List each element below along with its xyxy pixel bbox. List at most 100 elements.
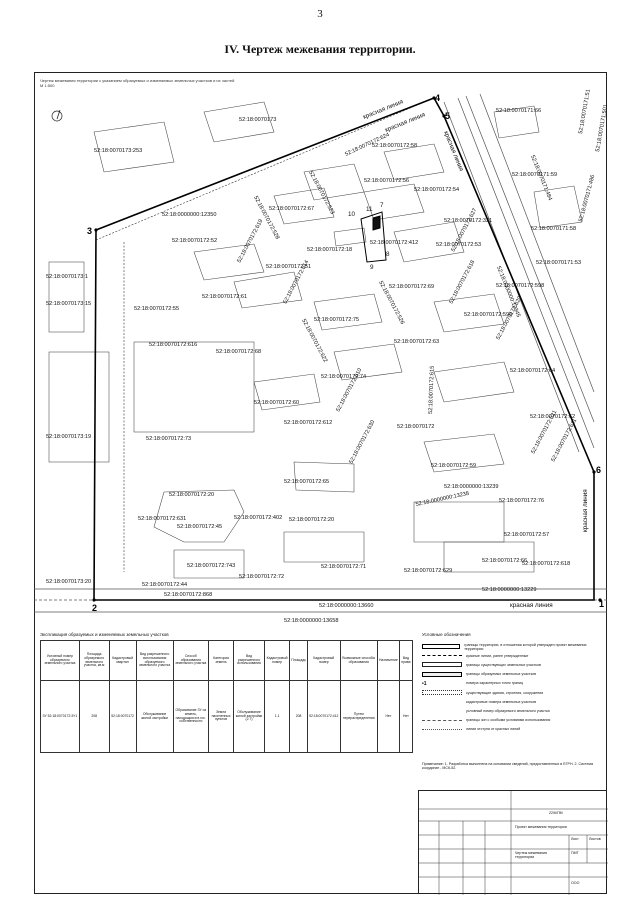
- parcel-label: 52:18:0070171:58: [531, 226, 576, 232]
- parcel-label: 52:18:0070172:51: [266, 264, 311, 270]
- parcel-label: 52:18:0070172:73: [146, 436, 191, 442]
- table-cell: 52:18:0070172:412: [306, 680, 341, 753]
- table-header: Кадастровый номер: [306, 640, 341, 681]
- table-header: Вид разрешенного использования образуемо…: [135, 640, 174, 681]
- table-header: Вид разрешенного использования: [233, 640, 265, 681]
- table-cell: 208: [78, 680, 110, 753]
- table-cell: Образование ЗУ из земель, находящихся в …: [172, 680, 210, 753]
- point-2: 2: [92, 603, 97, 613]
- legend-item: границы зон с особыми условиями использо…: [422, 716, 600, 725]
- parcel-label: 52:18:0000000:13239: [444, 484, 498, 490]
- point-11: 11: [366, 206, 373, 213]
- parcel-label: 52:18:0070172:71: [321, 564, 366, 570]
- parcel-label: 52:18:0070172:629: [404, 568, 452, 574]
- legend-item: условный номер образуемого земельного уч…: [466, 708, 550, 713]
- point-9: 9: [370, 264, 374, 271]
- page-title: IV. Чертеж межевания территории.: [224, 42, 416, 56]
- parcel-label: 52:18:0070171:59: [512, 172, 557, 178]
- plan-drawing: 1 2 3 4 5 6 7 8 9 10 11 красная линия кр…: [34, 89, 607, 624]
- drawing-header: Чертеж межевания территории с указанием …: [40, 78, 235, 88]
- table-header: Площадь: [289, 640, 308, 681]
- explication-table: Условный номер образуемого земельного уч…: [40, 640, 414, 753]
- table-cell: ЗУ 52:18:0070172:ЗУ1: [40, 680, 80, 753]
- table-cell: 1.1: [263, 680, 291, 753]
- point-8: 8: [386, 251, 390, 258]
- parcel-label: 52:18:0070171:486: [578, 174, 596, 222]
- legend-item: красные линии, ранее утвержденные: [422, 651, 600, 660]
- stamp-sheets: Листов: [589, 837, 601, 841]
- parcel-label: 52:18:0000000:13658: [284, 618, 338, 624]
- legend-item: границы территории, в отношении которой …: [422, 642, 600, 651]
- parcel-label: 52:18:0070172:18: [307, 247, 352, 253]
- parcel-label: 52:18:0070172:20: [289, 517, 334, 523]
- parcel-label: 52:18:0070172:868: [164, 592, 212, 598]
- table-cell: Обслуживание жилой застройки: [135, 680, 174, 753]
- parcel-label: 52:18:0070172: [397, 424, 434, 430]
- legend: границы территории, в отношении которой …: [422, 642, 600, 734]
- parcel-label: 52:18:0070171:501: [595, 104, 607, 153]
- table-header: Кадастровый квартал: [108, 640, 137, 681]
- parcel-label: 52:18:0070172:612: [284, 420, 332, 426]
- table-cell: Земли населенных пунктов: [208, 680, 235, 753]
- parcel-label: 52:18:0070173:20: [46, 579, 91, 585]
- parcel-label: 52:18:0070172:631: [138, 516, 186, 522]
- parcel-label: 52:18:0070172:65: [284, 479, 329, 485]
- parcel-label: 52:18:0070172:55: [134, 306, 179, 312]
- legend-item: существующие здания, строения, сооружени…: [422, 688, 600, 697]
- parcel-label: 52:18:0070172:402: [234, 515, 282, 521]
- parcel-label: 52:18:0070173:253: [94, 148, 142, 154]
- parcel-label: 52:18:0070172:62: [530, 414, 575, 420]
- parcel-label: 52:18:0070173: [239, 117, 276, 123]
- parcel-label: 52:18:0070172:69: [389, 284, 434, 290]
- parcel-label: 52:18:0070172:596: [464, 312, 512, 318]
- parcel-label: 52:18:0070172:72: [239, 574, 284, 580]
- point-1: 1: [599, 599, 604, 609]
- parcel-label: 52:18:0070171:66: [496, 108, 541, 114]
- notes: Примечание: 1. Разработка выполнена на о…: [422, 762, 594, 771]
- title-block: 22/К/ПМ Проект межевания территории Черт…: [418, 790, 608, 895]
- point-3: 3: [87, 226, 92, 236]
- stamp-stage: ПМТ: [571, 851, 579, 855]
- red-line-label: красная линия: [582, 489, 589, 532]
- point-6: 6: [596, 465, 601, 475]
- north-arrow-icon: [51, 109, 63, 122]
- parcel-label: 52:18:0070172:56: [364, 178, 409, 184]
- parcel-label: 52:18:0070172:321: [444, 218, 492, 224]
- table-header: Условный номер образуемого земельного уч…: [40, 640, 80, 681]
- parcel-label: 52:18:0070172:615: [428, 366, 436, 414]
- parcel-label: 52:18:0070172:57: [504, 532, 549, 538]
- parcel-label: 52:18:0070172:68: [216, 349, 261, 355]
- parcel-label: 52:18:0070172:59: [431, 463, 476, 469]
- table-cell: Нет: [376, 680, 400, 753]
- parcel-label: 52:18:0070172:75: [314, 317, 359, 323]
- stamp-project: Проект межевания территории: [515, 825, 567, 829]
- point-5: 5: [445, 111, 450, 121]
- parcel-label: 52:18:0070173:1: [46, 274, 88, 280]
- parcel-label: 52:18:0070172:53: [436, 242, 481, 248]
- parcel-label: 52:18:0000000:13238: [415, 491, 470, 508]
- table-header: Вид права: [398, 640, 414, 681]
- parcel-label: 52:18:0070172:45: [177, 524, 222, 530]
- table-header: Площадь образуемого земельного участка, …: [78, 640, 110, 681]
- parcel-label: 52:18:0070172:76: [499, 498, 544, 504]
- parcel-label: 52:18:0070172:598: [496, 283, 544, 289]
- parcel-label: 52:18:0070171:53: [536, 260, 581, 266]
- stamp-sheet: Лист: [571, 837, 579, 841]
- legend-title: Условные обозначения: [422, 632, 471, 637]
- legend-item: кадастровые номера земельных участков: [466, 699, 537, 704]
- table-header: Категория земель: [208, 640, 235, 681]
- stamp-drawing: Чертеж межевания территории: [515, 851, 547, 859]
- table-cell: Нет: [398, 680, 414, 753]
- parcel-label: 52:18:0070173:19: [46, 434, 91, 440]
- parcel-label: 52:18:0000000:13660: [319, 603, 373, 609]
- parcel-label: 52:18:0070172:66: [482, 558, 527, 564]
- parcel-label: 52:18:0070172:44: [142, 582, 187, 588]
- table-cell: 52:18:0070172: [108, 680, 137, 753]
- table-header: Кадастровый номер: [263, 640, 291, 681]
- red-line-label: красная линия: [510, 602, 553, 609]
- parcel-label: 52:18:0000000:13229: [482, 587, 536, 593]
- parcel-label: 52:18:0070172:20: [169, 492, 214, 498]
- table-cell: Путем перераспределения: [339, 680, 378, 753]
- point-10: 10: [348, 211, 356, 218]
